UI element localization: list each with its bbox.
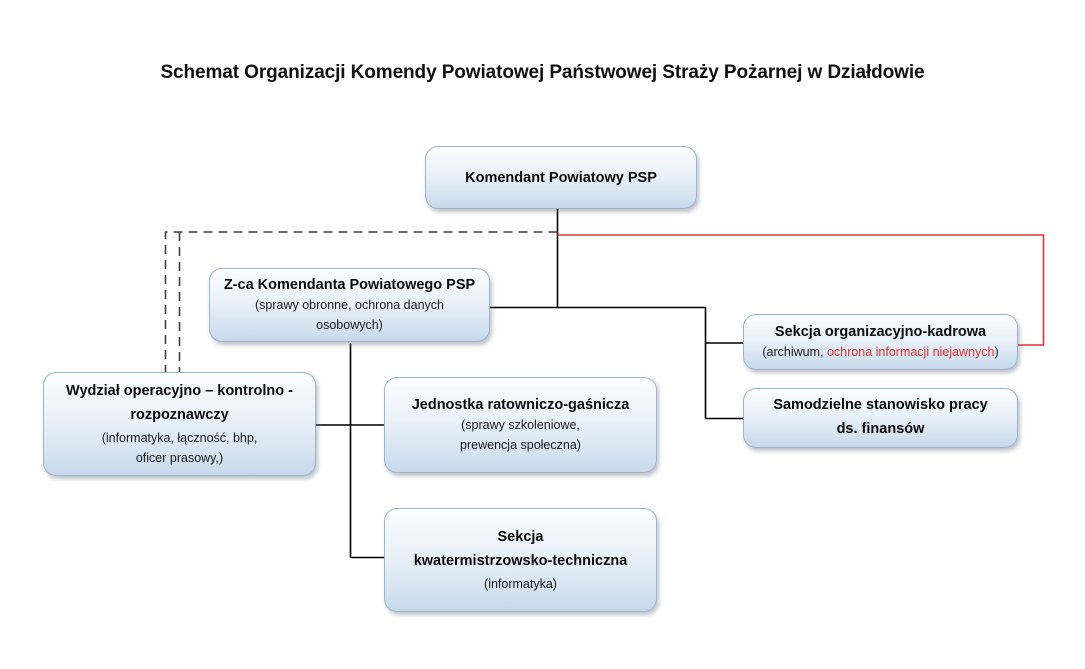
node-title-line1: Samodzielne stanowisko pracy (773, 397, 988, 414)
node-title: Sekcja organizacyjno-kadrowa (774, 323, 987, 340)
page-title: Schemat Organizacji Komendy Powiatowej P… (160, 62, 925, 83)
node-wydzial-operacyjno-kontrolno-rozpoznawczy[interactable]: Wydział operacyjno – kontrolno - rozpozn… (43, 372, 316, 476)
node-subtitle-line2: osobowych) (316, 318, 383, 332)
node-zastepca-komendanta[interactable]: Z-ca Komendanta Powiatowego PSP (sprawy … (209, 268, 490, 342)
node-samodzielne-stanowisko-finanse[interactable]: Samodzielne stanowisko pracy ds. finansó… (743, 388, 1018, 448)
edge-komendant-to-wydzial-dashed (164, 231, 558, 372)
node-subtitle-suffix: ) (994, 344, 999, 359)
node-title-line2: rozpoznawczy (130, 406, 229, 423)
node-subtitle-line1: (sprawy szkoleniowe, (461, 417, 580, 432)
node-jednostka-ratowniczo-gasnicza[interactable]: Jednostka ratowniczo-gaśnicza (sprawy sz… (384, 377, 657, 473)
edge-komendant-to-sekcja-org-red (557, 234, 1045, 346)
node-subtitle: (archiwum, ochrona informacji niejawnych… (762, 342, 998, 362)
node-subtitle-line1: (sprawy obronne, ochrona danych (254, 297, 444, 312)
node-sekcja-organizacyjno-kadrowa[interactable]: Sekcja organizacyjno-kadrowa (archiwum, … (743, 314, 1018, 370)
edge-zca-right-branch (490, 306, 707, 419)
node-title-line1: Sekcja (497, 528, 544, 545)
node-title-line2: kwatermistrzowsko-techniczna (413, 552, 628, 569)
node-subtitle-highlight: ochrona informacji niejawnych (826, 344, 995, 359)
node-title-line2: ds. finansów (836, 421, 925, 437)
node-title: Jednostka ratowniczo-gaśnicza (411, 396, 630, 413)
node-title: Komendant Powiatowy PSP (465, 169, 657, 186)
node-sekcja-kwatermistrzowsko-techniczna[interactable]: Sekcja kwatermistrzowsko-techniczna (inf… (384, 508, 657, 612)
node-subtitle-line2: prewencja społeczna) (460, 438, 581, 452)
node-title: Z-ca Komendanta Powiatowego PSP (223, 276, 476, 293)
node-subtitle-line1: (informatyka, łączność, bhp, (101, 430, 258, 445)
node-title-line1: Wydział operacyjno – kontrolno - (66, 382, 293, 399)
node-subtitle: (informatyka) (484, 576, 557, 591)
node-komendant-powiatowy-psp[interactable]: Komendant Powiatowy PSP (425, 146, 697, 209)
node-subtitle-line2: oficer prasowy,) (135, 450, 224, 465)
node-subtitle-prefix: (archiwum, (762, 344, 827, 359)
